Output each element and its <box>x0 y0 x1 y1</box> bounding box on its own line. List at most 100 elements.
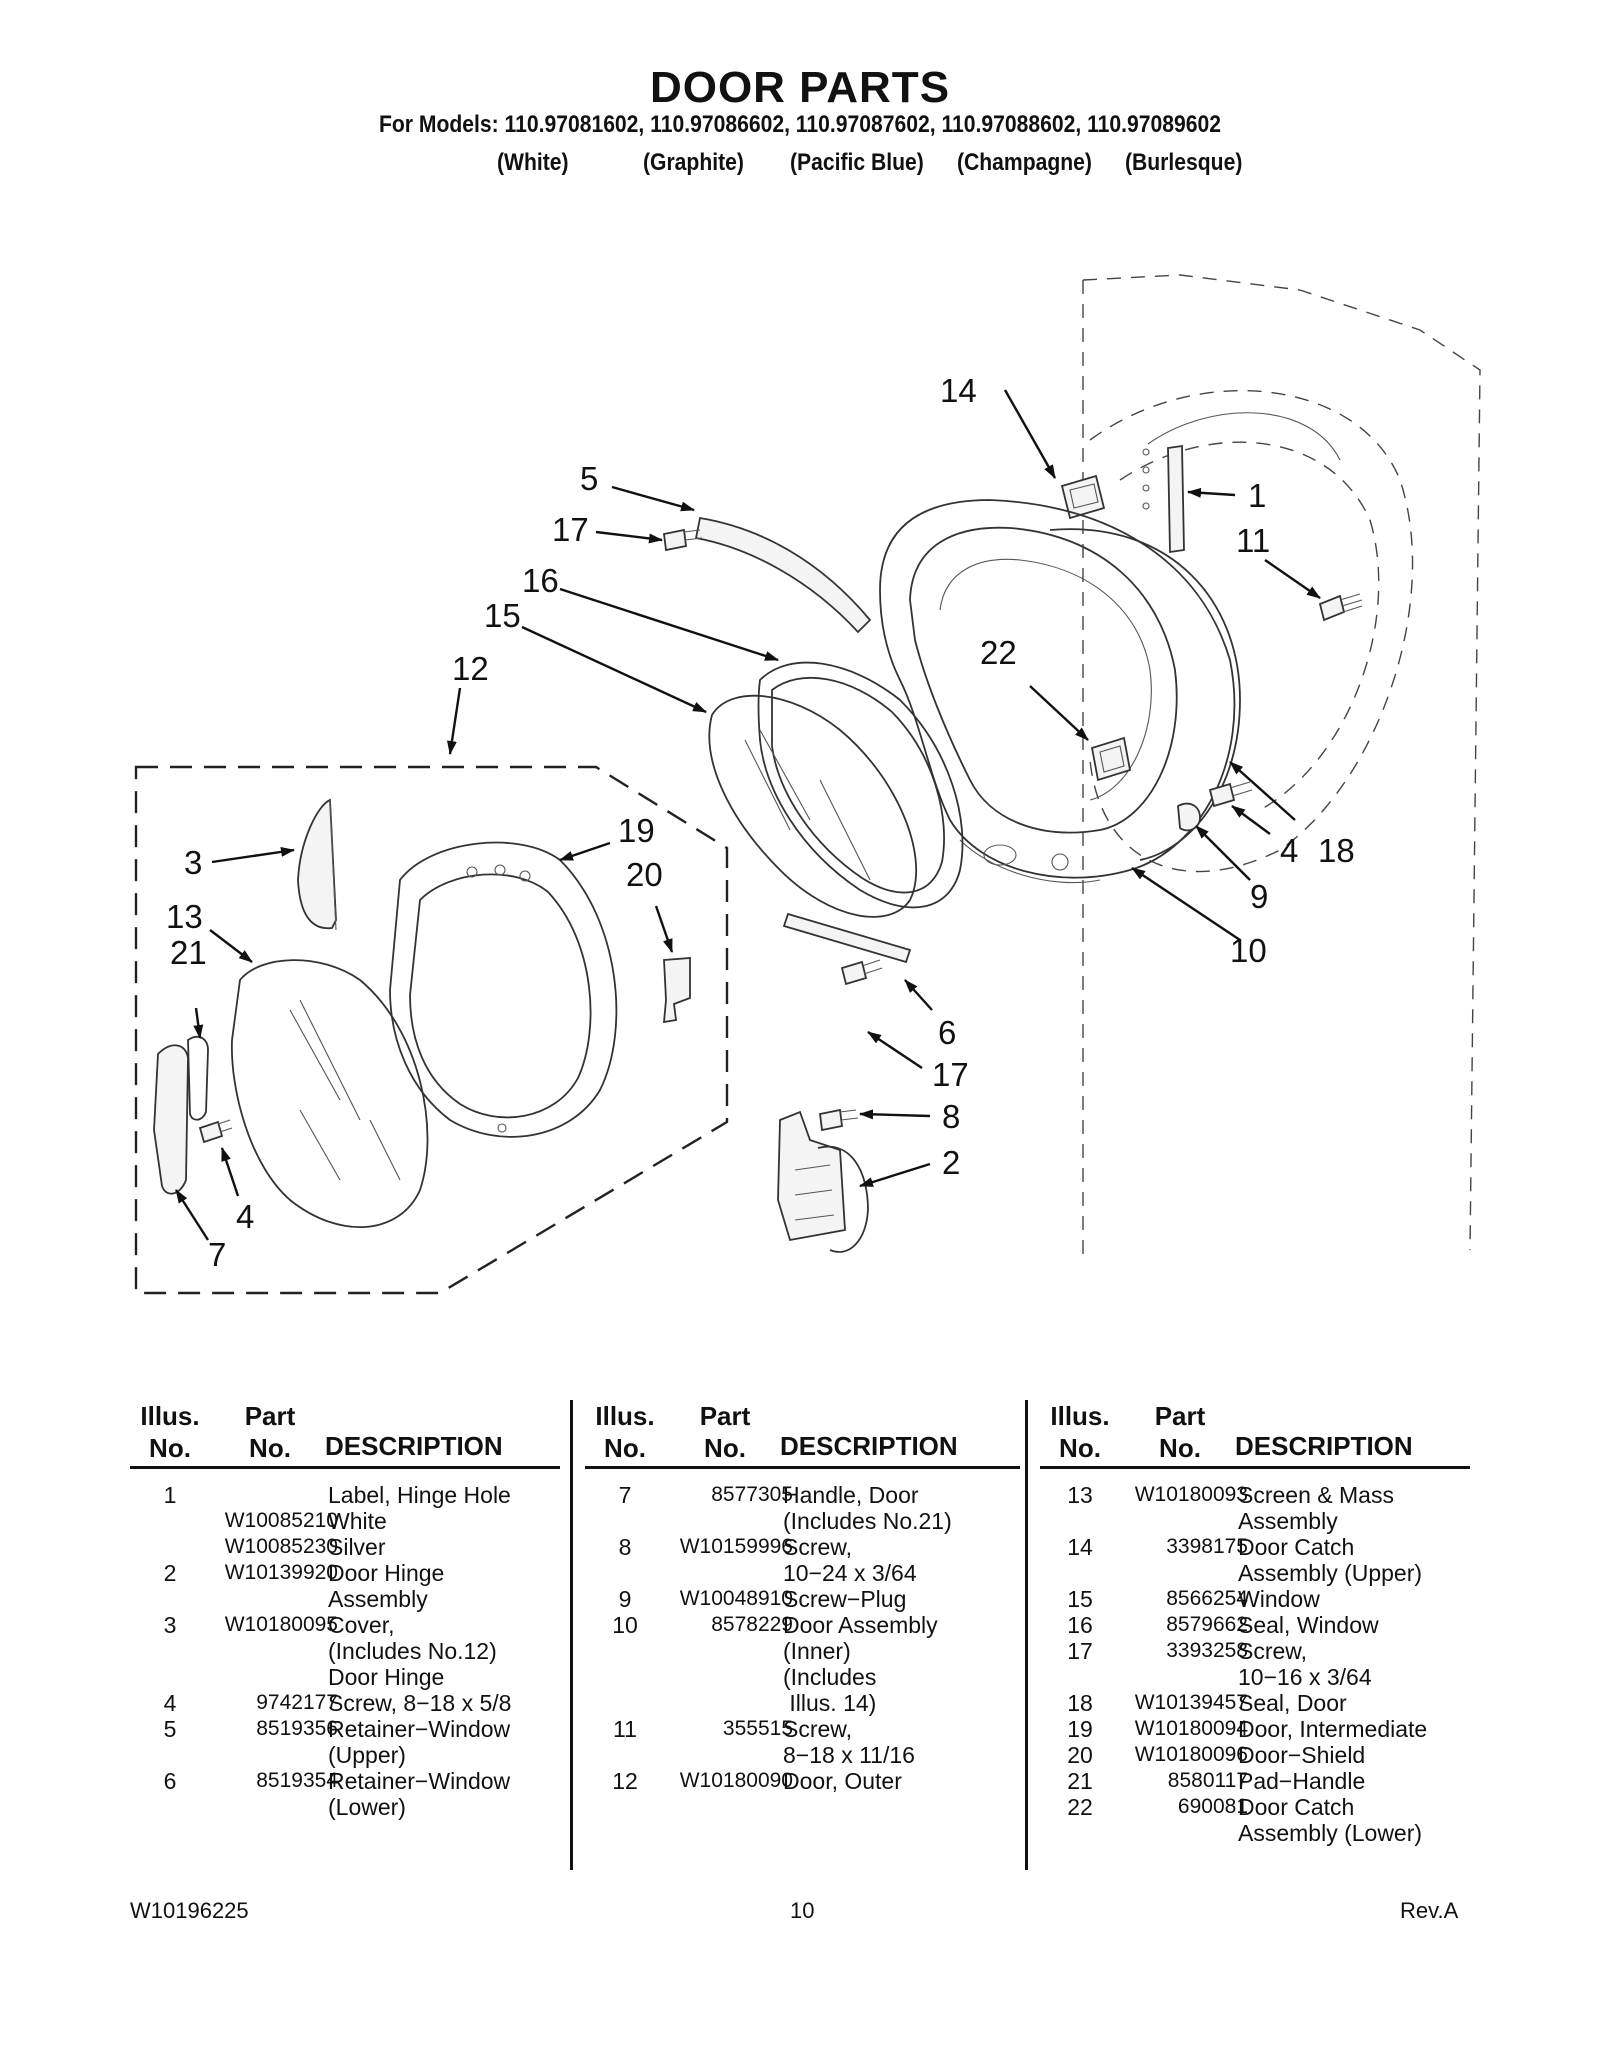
callout-21: 21 <box>170 934 207 971</box>
part-description: Cover, (Includes No.12) Door Hinge <box>328 1612 497 1690</box>
window-seal <box>757 661 964 909</box>
illus-number: 21 <box>1067 1768 1093 1794</box>
part-description: Window <box>1238 1586 1320 1612</box>
part-number: 8579662 <box>1166 1613 1248 1636</box>
callout-3: 3 <box>184 844 202 881</box>
part-number: 3393258 <box>1166 1639 1248 1662</box>
callout-8: 8 <box>942 1098 960 1135</box>
illus-number: 13 <box>1067 1482 1093 1508</box>
callout-20: 20 <box>626 856 663 893</box>
part-number: W10159996 <box>679 1535 793 1558</box>
callout-4-left: 4 <box>236 1198 254 1235</box>
color-label-white: (White) <box>497 149 569 176</box>
part-description: Screw, 10−16 x 3/64 <box>1238 1638 1372 1690</box>
screen-mass-assembly <box>231 959 429 1228</box>
callout-14: 14 <box>940 372 977 409</box>
illus-number: 10 <box>612 1612 638 1638</box>
part-number: 3398175 <box>1166 1535 1248 1558</box>
part-number: 8519356 <box>256 1717 338 1740</box>
callout-9: 9 <box>1250 878 1268 915</box>
illus-number: 8 <box>618 1534 632 1560</box>
part-number: W10180094 <box>1134 1717 1248 1740</box>
illus-number: 22 <box>1067 1794 1093 1820</box>
part-description: Retainer−Window (Lower) <box>328 1768 511 1820</box>
part-number: W10180090 <box>679 1769 793 1792</box>
part-number: W10048910 <box>679 1587 793 1610</box>
callout-15: 15 <box>484 597 521 634</box>
illus-number: 17 <box>1067 1638 1093 1664</box>
part-number: W10180095 <box>224 1613 338 1636</box>
part-description: Screw, 8−18 x 5/8 <box>328 1690 512 1716</box>
illus-number: 4 <box>163 1690 177 1716</box>
part-description: Door Catch Assembly (Upper) <box>1238 1534 1423 1586</box>
part-description: Screw, 8−18 x 11/16 <box>783 1716 915 1768</box>
part-description: Pad−Handle <box>1238 1768 1366 1794</box>
part-description: Retainer−Window (Upper) <box>328 1716 511 1768</box>
illus-number: 9 <box>618 1586 632 1612</box>
part-number: 8577305 <box>711 1483 793 1506</box>
illus-number: 6 <box>163 1768 177 1794</box>
part-number: W10085230 <box>224 1535 338 1558</box>
door-handle <box>153 1044 189 1195</box>
part-description: Label, Hinge Hole <box>328 1482 511 1508</box>
part-number: W10085210 <box>224 1509 338 1532</box>
door-hinge-assembly <box>777 1110 869 1253</box>
callout-18: 18 <box>1318 832 1355 869</box>
screw-plug <box>1177 802 1201 832</box>
illus-number: 18 <box>1067 1690 1093 1716</box>
column-divider <box>1025 1400 1028 1870</box>
part-number: W10180096 <box>1134 1743 1248 1766</box>
illus-number: 5 <box>163 1716 177 1742</box>
callout-22: 22 <box>980 634 1017 671</box>
part-number: 355515 <box>722 1717 793 1740</box>
callout-17-bottom: 17 <box>932 1056 969 1093</box>
window-glass <box>708 694 918 918</box>
hinge-hole-label <box>1142 444 1185 554</box>
callout-13: 13 <box>166 898 203 935</box>
illus-number: 19 <box>1067 1716 1093 1742</box>
callout-1: 1 <box>1248 477 1266 514</box>
part-description: Screw, 10−24 x 3/64 <box>783 1534 917 1586</box>
door-catch-lower <box>1090 736 1132 782</box>
screw-4-left <box>198 1119 233 1144</box>
callout-7: 7 <box>208 1236 226 1273</box>
part-number: W10180093 <box>1134 1483 1248 1506</box>
illus-number: 2 <box>163 1560 177 1586</box>
screw-8 <box>819 1108 859 1132</box>
illus-number: 7 <box>618 1482 632 1508</box>
part-number: 8580117 <box>1167 1769 1248 1792</box>
part-description: Screen & Mass Assembly <box>1238 1482 1394 1534</box>
pad-handle <box>187 1035 209 1121</box>
page-number: 10 <box>790 1898 815 1923</box>
illus-number: 15 <box>1067 1586 1093 1612</box>
part-description: Door Catch Assembly (Lower) <box>1238 1794 1423 1846</box>
part-number: W10139920 <box>224 1561 338 1584</box>
callout-4-right: 4 <box>1280 832 1298 869</box>
callout-6: 6 <box>938 1014 956 1051</box>
screw-4-right <box>1208 781 1253 808</box>
color-label-burlesque: (Burlesque) <box>1125 149 1243 176</box>
part-description: Door, Outer <box>783 1768 902 1794</box>
callout-5: 5 <box>580 460 598 497</box>
door-shield <box>662 957 691 1024</box>
part-number: 690081 <box>1177 1795 1248 1818</box>
callout-17-top: 17 <box>552 511 589 548</box>
hinge-cover <box>297 798 337 931</box>
color-label-champagne: (Champagne) <box>957 149 1092 176</box>
color-label-graphite: (Graphite) <box>643 149 744 176</box>
illus-number: 1 <box>163 1482 177 1508</box>
illus-number: 14 <box>1067 1534 1093 1560</box>
screw-17-top <box>663 528 703 552</box>
page-header: DOOR PARTS <box>0 62 1600 114</box>
part-description: Silver <box>328 1534 386 1560</box>
part-number: 9742177 <box>256 1691 338 1714</box>
exploded-parts-diagram: 1 2 3 4 4 5 6 7 8 9 10 11 12 13 14 15 16… <box>134 274 1481 1295</box>
callout-19: 19 <box>618 812 655 849</box>
